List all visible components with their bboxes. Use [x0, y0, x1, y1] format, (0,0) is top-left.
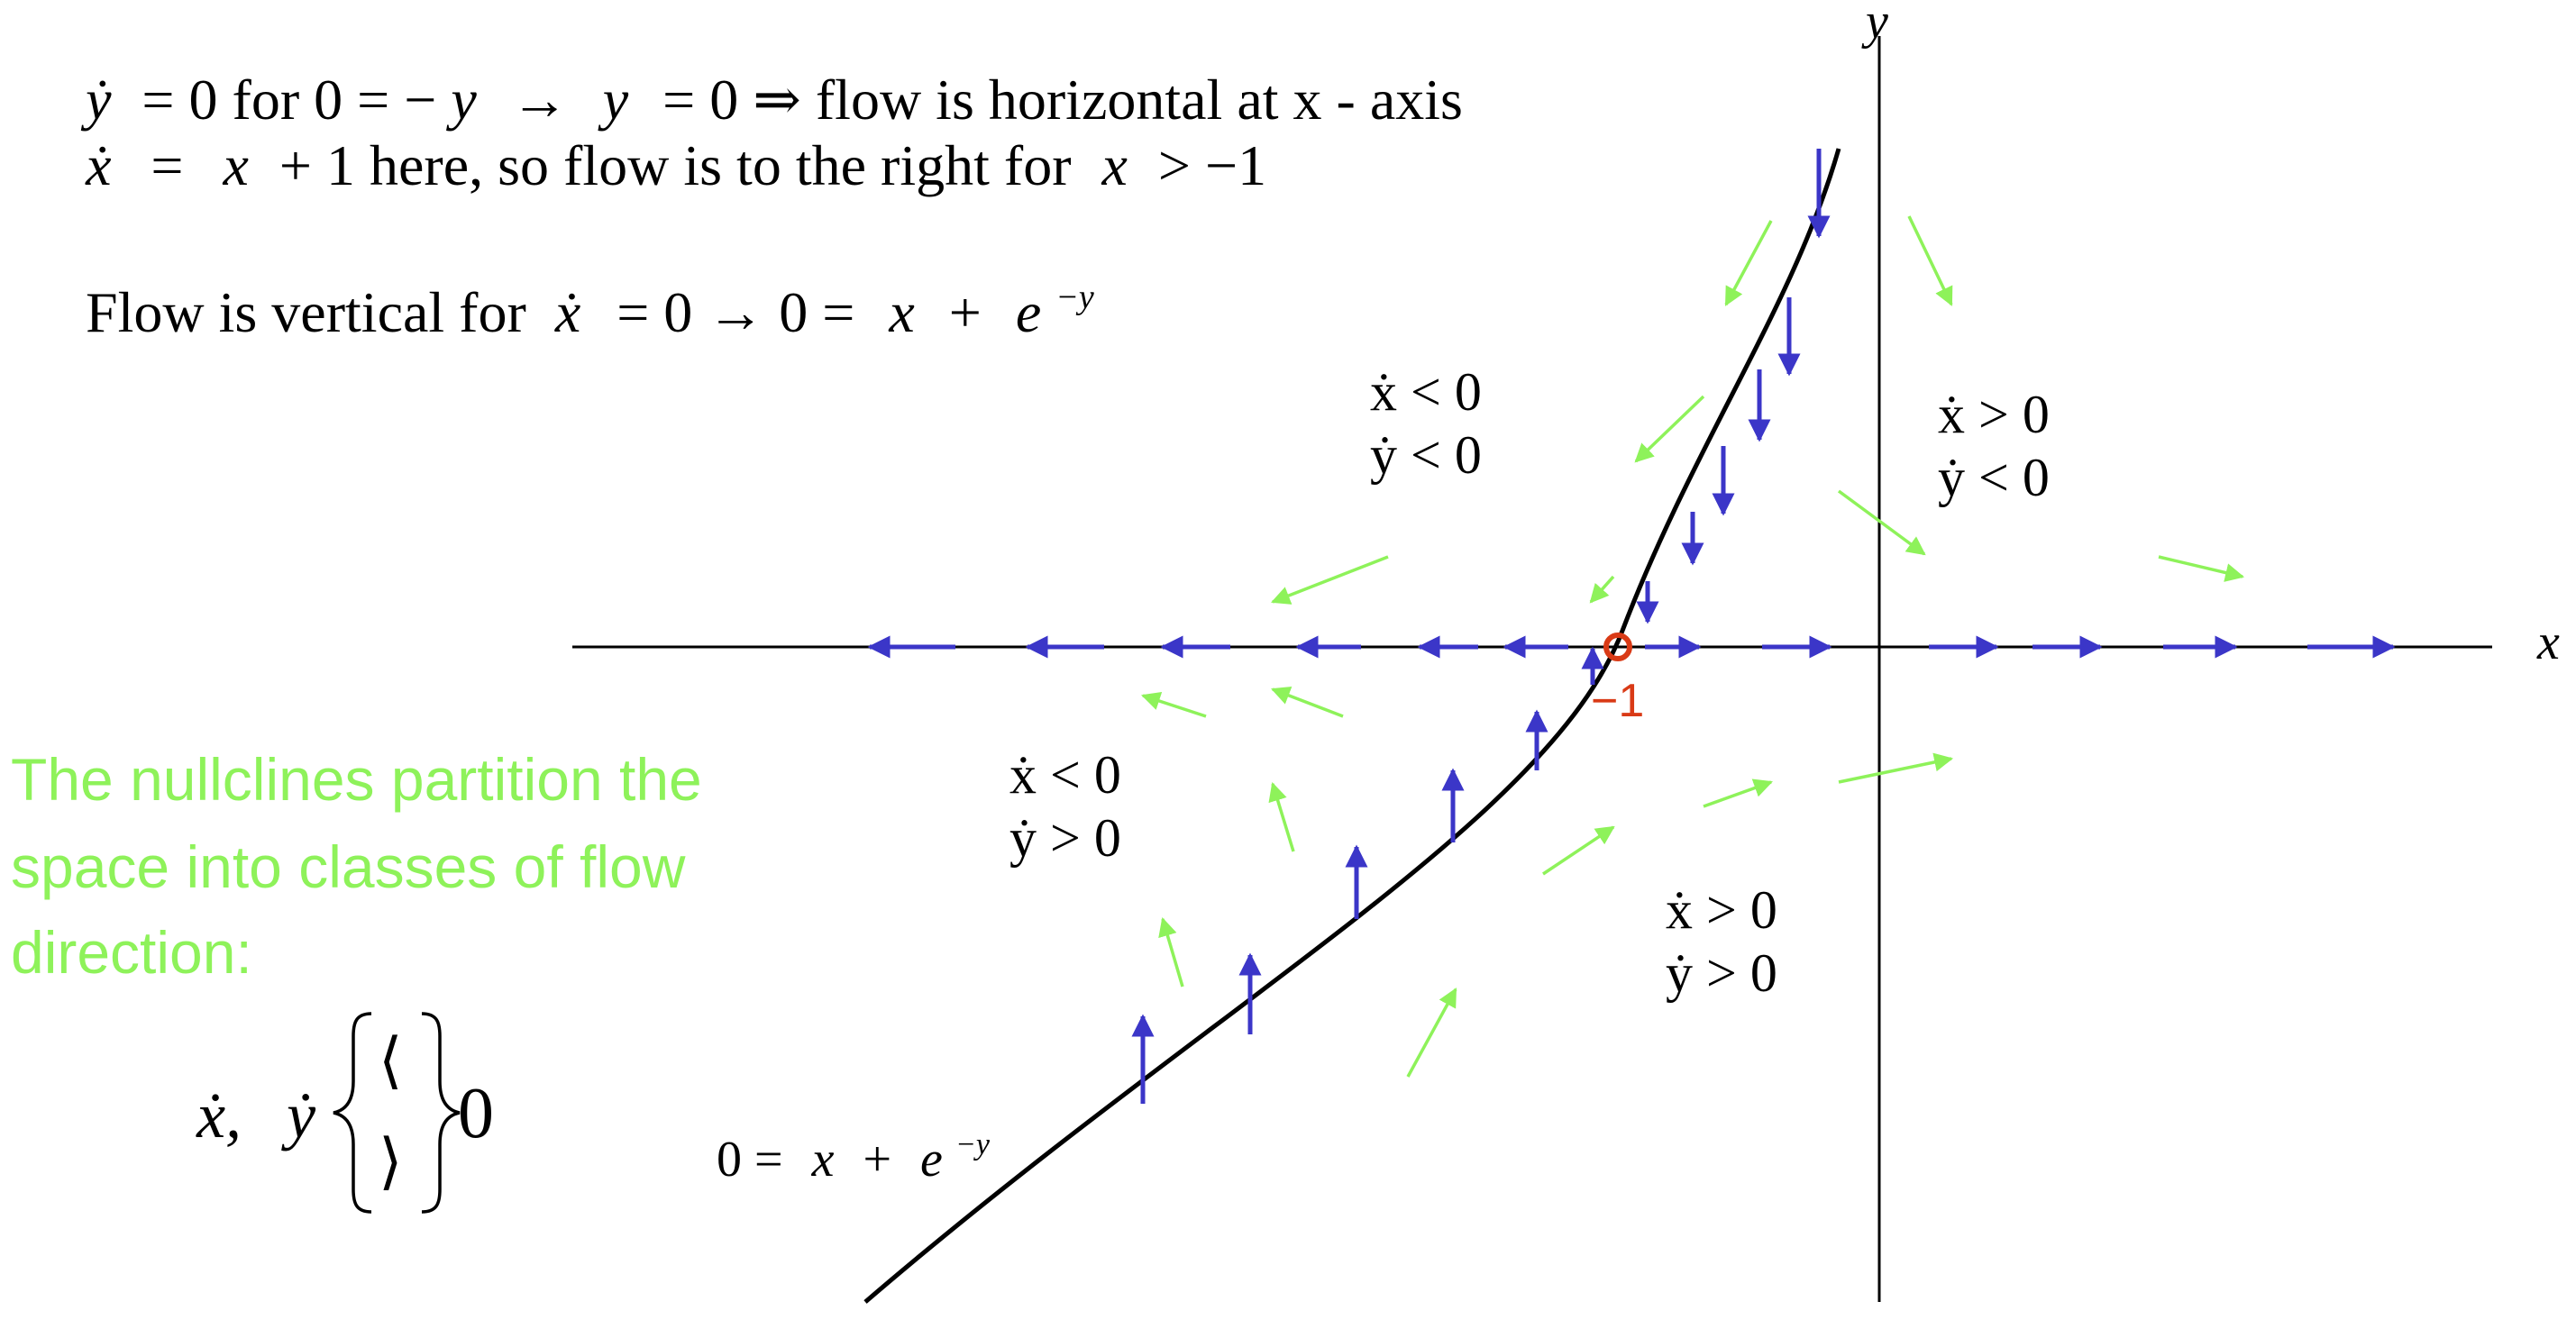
formula-ydot: ẏ: [281, 1079, 316, 1151]
nullcline-label-lhs: 0 =: [717, 1132, 783, 1188]
region-label-line: ẋ > 0: [1666, 880, 1777, 940]
green-arrow: [1158, 916, 1184, 988]
region-label-line: ẋ < 0: [1009, 745, 1121, 805]
region-label-line: ẏ < 0: [1370, 425, 1482, 485]
header-line-1-arrow: →: [511, 68, 569, 132]
region-label-line: ẋ > 0: [1938, 385, 2050, 444]
header-line-1: ẏ = 0 for 0 = − y → y = 0 ⇒ flow is hori…: [80, 68, 1463, 132]
green-arrow: [1268, 781, 1295, 852]
formula-zero: 0: [458, 1074, 494, 1153]
green-arrow: [1542, 825, 1615, 876]
region-label-line: ẏ < 0: [1938, 448, 2050, 507]
right-brace: [421, 1012, 461, 1214]
header-line-2-eq: =: [151, 133, 183, 197]
fixed-point-marker: [1603, 633, 1632, 661]
header-line-1-eq2: = 0 ⇒ flow is horizontal at x - axis: [662, 68, 1463, 132]
green-arrow: [1589, 575, 1615, 604]
region-lower-right: ẋ > 0 ẏ > 0: [1666, 880, 1777, 1003]
xdot-symbol: ẋ: [85, 133, 112, 197]
header-line-3-mid: = 0 → 0 =: [617, 280, 854, 344]
header-line-2-rest: + 1 here, so flow is to the right for: [279, 133, 1072, 197]
green-arrow: [1271, 686, 1344, 718]
header-line-2-x2: x: [1101, 133, 1128, 197]
xdot-symbol: ẋ: [554, 280, 581, 344]
flow-arrows: [1141, 215, 2245, 1078]
green-arrow: [1837, 489, 1926, 556]
green-arrow: [1724, 220, 1773, 306]
nullcline-label-x: x: [811, 1132, 835, 1188]
ydot-symbol: ẏ: [80, 68, 112, 132]
formula-xdot: ẋ,: [196, 1079, 242, 1151]
y-axis-label: y: [1861, 0, 1888, 50]
x-axis-label: x: [2536, 614, 2560, 670]
direction-formula: ẋ, ẏ ⟨ ⟩ 0: [196, 1012, 494, 1214]
header-line-2-x: x: [223, 133, 249, 197]
green-arrow: [2158, 555, 2245, 582]
nullcline-label-plus: +: [863, 1132, 891, 1188]
green-arrow: [1703, 778, 1773, 808]
side-note-line-1: The nullclines partition the: [11, 746, 702, 813]
nullcline-label-e: e: [920, 1132, 943, 1188]
header-line-3: Flow is vertical for ẋ = 0 → 0 = x + e −…: [86, 278, 1094, 344]
header-line-1-y1: y: [445, 68, 477, 132]
header-line-2: ẋ = x + 1 here, so flow is to the right …: [85, 133, 1266, 197]
green-arrow: [1141, 691, 1207, 718]
fixed-point-label: −1: [1591, 675, 1644, 727]
side-note-line-3: direction:: [11, 919, 252, 986]
region-upper-left: ẋ < 0 ẏ < 0: [1370, 362, 1482, 485]
side-note-line-2: space into classes of flow: [11, 833, 686, 900]
nullcline-curve: [863, 148, 1841, 1304]
region-label-line: ẏ > 0: [1666, 943, 1777, 1003]
header-line-3-e: e: [1016, 280, 1041, 344]
header-line-1-eq1: = 0 for 0 = −: [142, 68, 436, 132]
header-line-3-prefix: Flow is vertical for: [86, 280, 526, 344]
region-upper-right: ẋ > 0 ẏ < 0: [1938, 385, 2050, 507]
region-lower-left: ẋ < 0 ẏ > 0: [1009, 745, 1121, 868]
region-label-line: ẏ > 0: [1009, 808, 1121, 868]
header-line-1-y2: y: [598, 68, 629, 132]
green-arrow: [1271, 555, 1389, 605]
header-line-3-exp: −y: [1055, 278, 1094, 316]
nullcline-label-exp: −y: [955, 1128, 991, 1161]
greater-than-bracket: ⟩: [379, 1127, 403, 1196]
region-label-line: ẋ < 0: [1370, 362, 1482, 422]
nullcline-label: 0 = x + e −y: [717, 1128, 991, 1188]
nullcline-arrows: [1131, 149, 1831, 1104]
green-arrow: [1838, 752, 1954, 784]
header-line-3-x: x: [888, 280, 914, 344]
less-than-bracket: ⟨: [379, 1026, 403, 1095]
header-line-3-plus: +: [949, 280, 982, 344]
green-arrow: [1634, 395, 1705, 463]
green-arrow: [1907, 215, 1953, 306]
left-brace: [333, 1012, 372, 1214]
header-line-2-cmp: > −1: [1158, 133, 1266, 197]
green-arrow: [1406, 988, 1457, 1078]
